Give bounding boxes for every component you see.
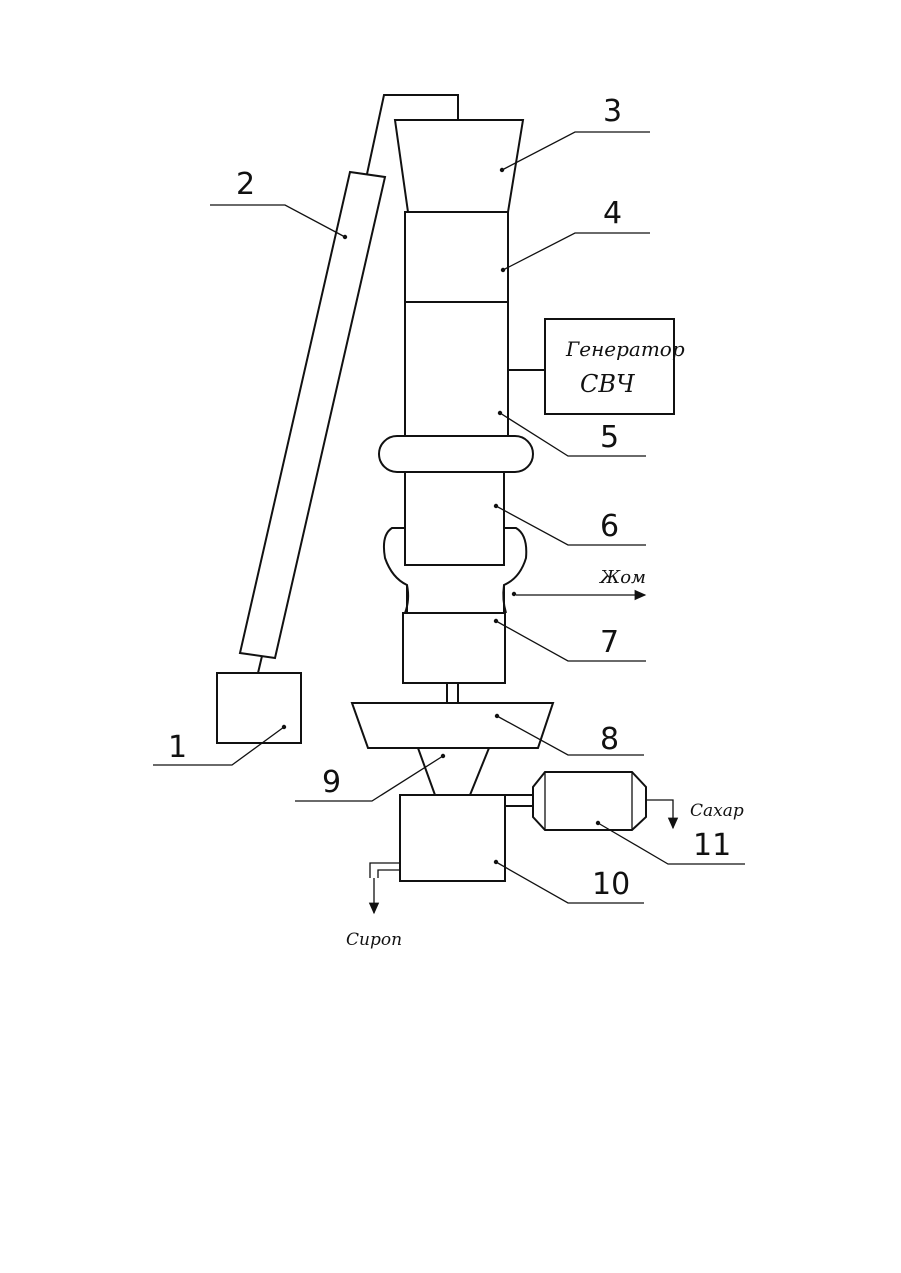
label-2: 2: [236, 167, 255, 202]
funnel-9: [418, 748, 489, 795]
sugar-output-arrow: [646, 800, 673, 828]
ring-collar: [379, 436, 533, 472]
syrup-label: Сироп: [346, 930, 402, 950]
column-section-4: [405, 212, 508, 302]
inclined-conveyor-2: [240, 95, 458, 673]
label-7: 7: [600, 625, 619, 660]
label-5: 5: [600, 420, 619, 455]
feeder-box-1: [217, 673, 301, 743]
label-6: 6: [600, 509, 619, 544]
label-8: 8: [600, 722, 619, 757]
unit-10: [400, 795, 505, 881]
label-3: 3: [603, 94, 622, 129]
microwave-generator-box: [545, 319, 674, 414]
label-9: 9: [322, 765, 341, 800]
generator-label-line2: СВЧ: [580, 370, 636, 398]
column-section-5: [405, 302, 508, 436]
press-section-6: [405, 472, 504, 565]
leader-lines: [153, 132, 745, 903]
label-10: 10: [592, 867, 630, 902]
funnel-throat: [405, 585, 506, 613]
centrifuge-11: [533, 772, 646, 830]
unit-8: [352, 703, 553, 748]
sugar-label: Сахар: [690, 801, 744, 821]
label-4: 4: [603, 196, 622, 231]
hopper-3: [395, 120, 523, 212]
label-11: 11: [693, 828, 731, 863]
label-1: 1: [168, 730, 187, 765]
generator-label-line1: Генератор: [565, 337, 685, 361]
unit-7: [403, 613, 505, 683]
pulp-label: Жом: [598, 567, 646, 588]
